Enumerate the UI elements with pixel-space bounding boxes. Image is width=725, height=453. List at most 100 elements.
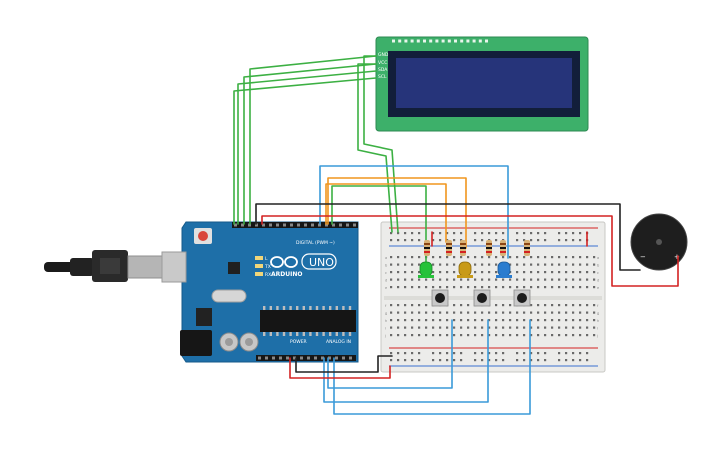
wire-buzzer-gnd[interactable] — [255, 203, 641, 271]
analog-header-label: ANALOG IN — [326, 339, 351, 345]
resistor-2[interactable] — [446, 240, 452, 256]
lcd-screen — [396, 58, 572, 108]
breadboard-hole — [558, 359, 561, 362]
breadboard-hole — [495, 319, 498, 322]
reset-button-icon[interactable] — [194, 228, 212, 244]
arduino-uno[interactable]: L TX RX ARDUINO UNO DIGITAL (PWM ~) POWE… — [44, 221, 359, 363]
push-button-2[interactable] — [473, 289, 491, 307]
breadboard-hole — [495, 286, 498, 289]
wire-lcd-scl[interactable] — [233, 77, 377, 225]
breadboard-hole — [390, 319, 393, 322]
wire-led-blue[interactable] — [319, 165, 509, 259]
wire-led-yellow[interactable] — [327, 177, 467, 249]
wire-lcd-sda[interactable] — [237, 70, 377, 225]
breadboard-hole — [439, 311, 442, 314]
breadboard-hole — [530, 263, 533, 266]
chip-pin — [329, 332, 332, 336]
chip-pin — [342, 306, 345, 310]
breadboard-hole — [481, 326, 484, 329]
breadboard-hole — [516, 286, 519, 289]
wire-power-gnd[interactable] — [295, 355, 393, 373]
breadboard-hole — [411, 319, 414, 322]
breadboard-hole — [537, 263, 540, 266]
breadboard-hole — [572, 232, 575, 235]
wire-lcd-vcc[interactable] — [243, 63, 377, 225]
breadboard-hole — [593, 326, 596, 329]
chip-pin — [263, 332, 266, 336]
breadboard-hole — [502, 352, 505, 355]
breadboard-hole — [411, 271, 414, 274]
breadboard-hole — [544, 311, 547, 314]
led-blue[interactable] — [496, 261, 512, 278]
resistor-6[interactable] — [524, 240, 530, 256]
resistor-5[interactable] — [500, 240, 506, 256]
resistor-4[interactable] — [486, 240, 492, 256]
breadboard-hole — [572, 271, 575, 274]
breadboard-hole — [509, 256, 512, 259]
chip-pin — [348, 306, 352, 310]
breadboard-hole — [509, 304, 512, 307]
breadboard-hole — [537, 286, 540, 289]
chip-pin — [276, 306, 279, 310]
breadboard-hole — [502, 319, 505, 322]
wire-button-1[interactable] — [327, 319, 453, 389]
breadboard-hole — [579, 263, 582, 266]
analog-header-pin — [279, 356, 282, 360]
piezo-buzzer[interactable]: − + — [630, 213, 688, 271]
digital-header-pin — [262, 223, 265, 227]
breadboard-hole — [537, 271, 540, 274]
breadboard-hole — [418, 311, 421, 314]
lcd-module[interactable]: GND VCC SDA SCL — [375, 36, 589, 132]
analog-header-pin — [335, 356, 338, 360]
breadboard-hole — [390, 326, 393, 329]
breadboard-hole — [586, 359, 589, 362]
breadboard-hole — [460, 304, 463, 307]
wire-lcd-vcc-bb[interactable] — [357, 63, 393, 233]
led-yellow[interactable] — [457, 261, 473, 278]
wire-buzzer-signal[interactable] — [261, 215, 679, 287]
breadboard-hole — [516, 334, 519, 337]
breadboard-hole — [565, 286, 568, 289]
breadboard-hole — [572, 263, 575, 266]
push-button-1[interactable] — [431, 289, 449, 307]
breadboard-hole — [565, 326, 568, 329]
breadboard-hole — [390, 256, 393, 259]
wire-button-2[interactable] — [323, 319, 489, 403]
breadboard-hole — [516, 319, 519, 322]
wire-button-3[interactable] — [333, 319, 531, 415]
breadboard-hole — [495, 256, 498, 259]
breadboard-hole — [397, 352, 400, 355]
push-button-3[interactable] — [513, 289, 531, 307]
chip-pin — [302, 306, 305, 310]
breadboard-row-letter: i — [385, 327, 386, 331]
breadboard-hole — [495, 352, 498, 355]
breadboard-hole — [516, 232, 519, 235]
breadboard-hole — [495, 326, 498, 329]
breadboard-hole — [446, 286, 449, 289]
breadboard-hole — [446, 256, 449, 259]
lcd-header-hole — [466, 39, 470, 43]
breadboard-hole — [432, 326, 435, 329]
breadboard-hole — [558, 311, 561, 314]
arduino-logo-text: ARDUINO — [271, 271, 302, 278]
breadboard-hole — [544, 286, 547, 289]
breadboard-hole — [572, 326, 575, 329]
breadboard-hole — [565, 256, 568, 259]
led-l — [255, 256, 263, 260]
breadboard-hole — [523, 256, 526, 259]
breadboard-hole — [397, 232, 400, 235]
resistor-1[interactable] — [424, 240, 430, 256]
breadboard-row-letter: a — [385, 256, 387, 260]
breadboard-hole — [411, 239, 414, 242]
chip-pin — [282, 306, 286, 310]
breadboard-hole — [432, 263, 435, 266]
wire-power-5v[interactable] — [289, 357, 391, 379]
resistor-3[interactable] — [460, 240, 466, 256]
led-green[interactable] — [418, 261, 434, 278]
breadboard-hole — [488, 352, 491, 355]
wire-led-green[interactable] — [331, 185, 427, 263]
breadboard-hole — [453, 263, 456, 266]
wire-lcd-gnd[interactable] — [249, 55, 377, 225]
breadboard-hole — [495, 263, 498, 266]
